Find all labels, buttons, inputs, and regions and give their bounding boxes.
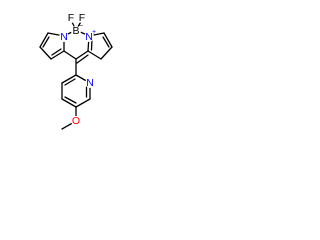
bond-py-c4-c5 — [75, 98, 91, 108]
bond-c6-c7 — [100, 46, 113, 60]
atom-b-charge: − — [79, 23, 83, 30]
atom-o: O — [71, 115, 81, 127]
atom-f2-label: F — [79, 12, 85, 24]
atom-labels: F F B − N N + N O — [59, 12, 96, 127]
atom-o-label: O — [72, 115, 80, 127]
bond-meso-c8-double — [76, 54, 89, 64]
bond-c5-c6 — [103, 32, 113, 48]
atom-n2-label: N — [85, 31, 93, 43]
bond-c3-c4 — [50, 50, 65, 60]
bodipy-structure-diagram: F F B − N N + N O — [39, 12, 113, 130]
bond-c1-c2 — [39, 32, 49, 48]
bond-py-c1-c2 — [61, 74, 77, 84]
atom-f1: F — [66, 12, 76, 24]
bond-c5-c6-double — [102, 36, 110, 48]
atom-b: B − — [71, 23, 83, 37]
bond-c4-meso — [63, 50, 77, 60]
bond-meso-c8 — [75, 50, 89, 60]
atom-n2: N + — [84, 29, 96, 43]
atom-b-label: B — [72, 25, 79, 37]
bond-py-c3-c4 — [61, 98, 77, 108]
bond-py-c3-c4-double — [64, 96, 77, 104]
bond-c2-c3 — [39, 46, 52, 60]
bond-c3-c4-double — [51, 48, 62, 56]
atom-n3-label: N — [86, 77, 94, 89]
atom-f2: F — [77, 12, 87, 24]
atom-n3: N — [85, 77, 95, 89]
atom-n1: N — [59, 31, 69, 43]
bond-c1-c2-double — [42, 36, 50, 48]
bond-py-c1-c2-double — [64, 78, 76, 86]
atom-f1-label: F — [68, 12, 74, 24]
atom-n1-label: N — [60, 31, 68, 43]
atom-n2-charge: + — [92, 29, 96, 36]
bond-c7-c8 — [87, 50, 102, 60]
